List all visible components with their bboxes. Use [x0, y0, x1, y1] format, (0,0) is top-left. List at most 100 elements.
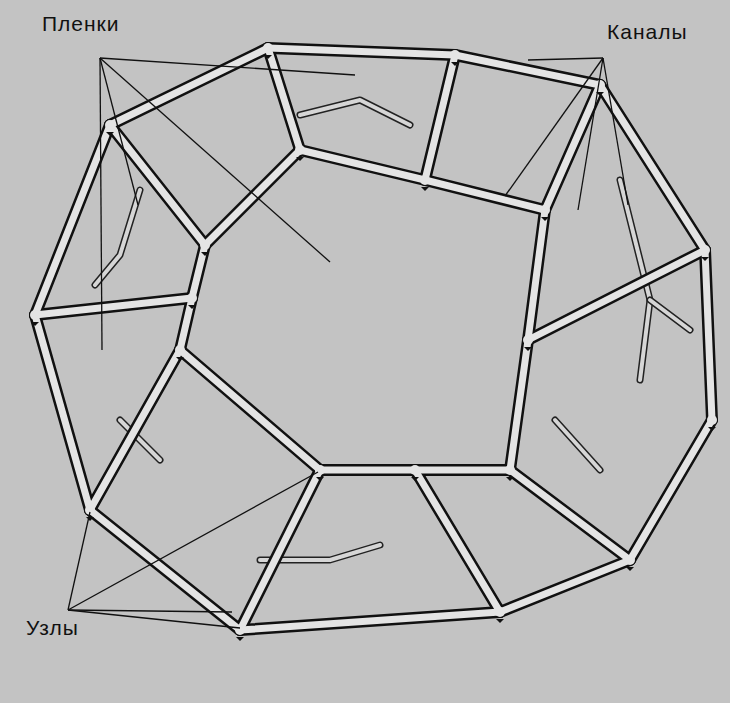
channel-fill	[268, 48, 455, 55]
channel-outlines	[35, 48, 712, 630]
part-label: Узлы	[24, 616, 81, 639]
part-label: Каналы	[605, 20, 690, 43]
channel-fill	[110, 48, 268, 125]
channel	[455, 55, 600, 85]
leader-line	[100, 58, 330, 262]
back-channel	[650, 300, 690, 330]
channel	[300, 150, 425, 180]
node-stub	[421, 187, 429, 191]
node-stub	[236, 637, 244, 641]
leader-line	[68, 512, 90, 610]
back-channel-fill	[555, 420, 600, 470]
channel	[90, 350, 180, 510]
channel	[510, 470, 630, 560]
node-stub	[106, 132, 114, 136]
channel	[35, 298, 192, 315]
channel-fill	[500, 560, 630, 612]
channel	[240, 612, 500, 630]
channel-fill	[35, 298, 192, 315]
node-junction	[540, 205, 550, 215]
node-stub	[708, 427, 716, 431]
junction-nodes	[30, 43, 717, 641]
channel-fill	[35, 315, 90, 510]
channel-fill	[110, 125, 205, 245]
back-channels	[95, 100, 690, 560]
channel	[528, 210, 545, 340]
channel-fill	[425, 180, 545, 210]
channel	[268, 48, 455, 55]
channel-fill	[528, 250, 705, 340]
channel	[630, 420, 712, 560]
channel	[705, 250, 712, 420]
leader-line	[505, 58, 603, 196]
channel	[425, 55, 455, 180]
channel-fill	[415, 470, 500, 612]
node-junction	[30, 310, 40, 320]
node-stub	[201, 252, 209, 256]
node-junction	[175, 345, 185, 355]
channel-fill	[35, 48, 712, 630]
channel	[320, 464, 415, 476]
part-label: Пленки	[40, 12, 122, 35]
node-junction	[450, 50, 460, 60]
leader-line	[603, 58, 628, 205]
leader-line	[68, 472, 318, 610]
node-stub	[496, 619, 504, 623]
node-junction	[263, 43, 273, 53]
leader-line	[100, 58, 138, 205]
node-junction	[505, 465, 515, 475]
leader-line	[68, 610, 240, 628]
leader-line	[68, 610, 232, 612]
channel-fill	[35, 125, 110, 315]
channel	[415, 464, 510, 476]
node-junction	[295, 145, 305, 155]
node-stub	[626, 567, 634, 571]
node-junction	[410, 465, 420, 475]
channel	[180, 350, 320, 470]
channel	[35, 315, 90, 510]
channel-fill	[510, 470, 630, 560]
channel	[415, 470, 500, 612]
channel-fill	[415, 467, 510, 474]
channel	[510, 340, 528, 470]
channel	[110, 48, 268, 125]
node-junction	[700, 245, 710, 255]
back-channel-fill	[650, 300, 690, 330]
channel	[35, 125, 110, 315]
channel	[528, 250, 705, 340]
channel-fill	[180, 350, 320, 470]
channel-fill	[320, 467, 415, 474]
node-junction	[105, 120, 115, 130]
channel-fill	[510, 340, 528, 470]
channel-fill	[630, 420, 712, 560]
channel-fill	[425, 55, 455, 180]
channel	[425, 180, 545, 210]
leader-line	[578, 58, 603, 210]
node-junction	[523, 335, 533, 345]
node-stub	[188, 305, 196, 309]
channel	[268, 48, 300, 150]
node-junction	[420, 175, 430, 185]
node-stub	[264, 55, 272, 59]
node-stub	[451, 62, 459, 66]
node-junction	[707, 415, 717, 425]
node-stub	[31, 322, 39, 326]
channel-fill	[90, 350, 180, 510]
back-channel	[555, 420, 600, 470]
leader-line	[528, 58, 603, 60]
node-junction	[625, 555, 635, 565]
node-stub	[506, 477, 514, 481]
channel-fill	[268, 48, 300, 150]
channel-fill	[240, 612, 500, 630]
node-stub	[296, 157, 304, 161]
node-stub	[316, 477, 324, 481]
channel-fill	[300, 150, 425, 180]
channel	[110, 125, 205, 245]
channel	[500, 560, 630, 612]
channel-fill	[705, 250, 712, 420]
leader-line	[100, 58, 355, 75]
back-channel-fill	[300, 100, 410, 125]
node-stub	[524, 347, 532, 351]
channel	[545, 85, 600, 210]
